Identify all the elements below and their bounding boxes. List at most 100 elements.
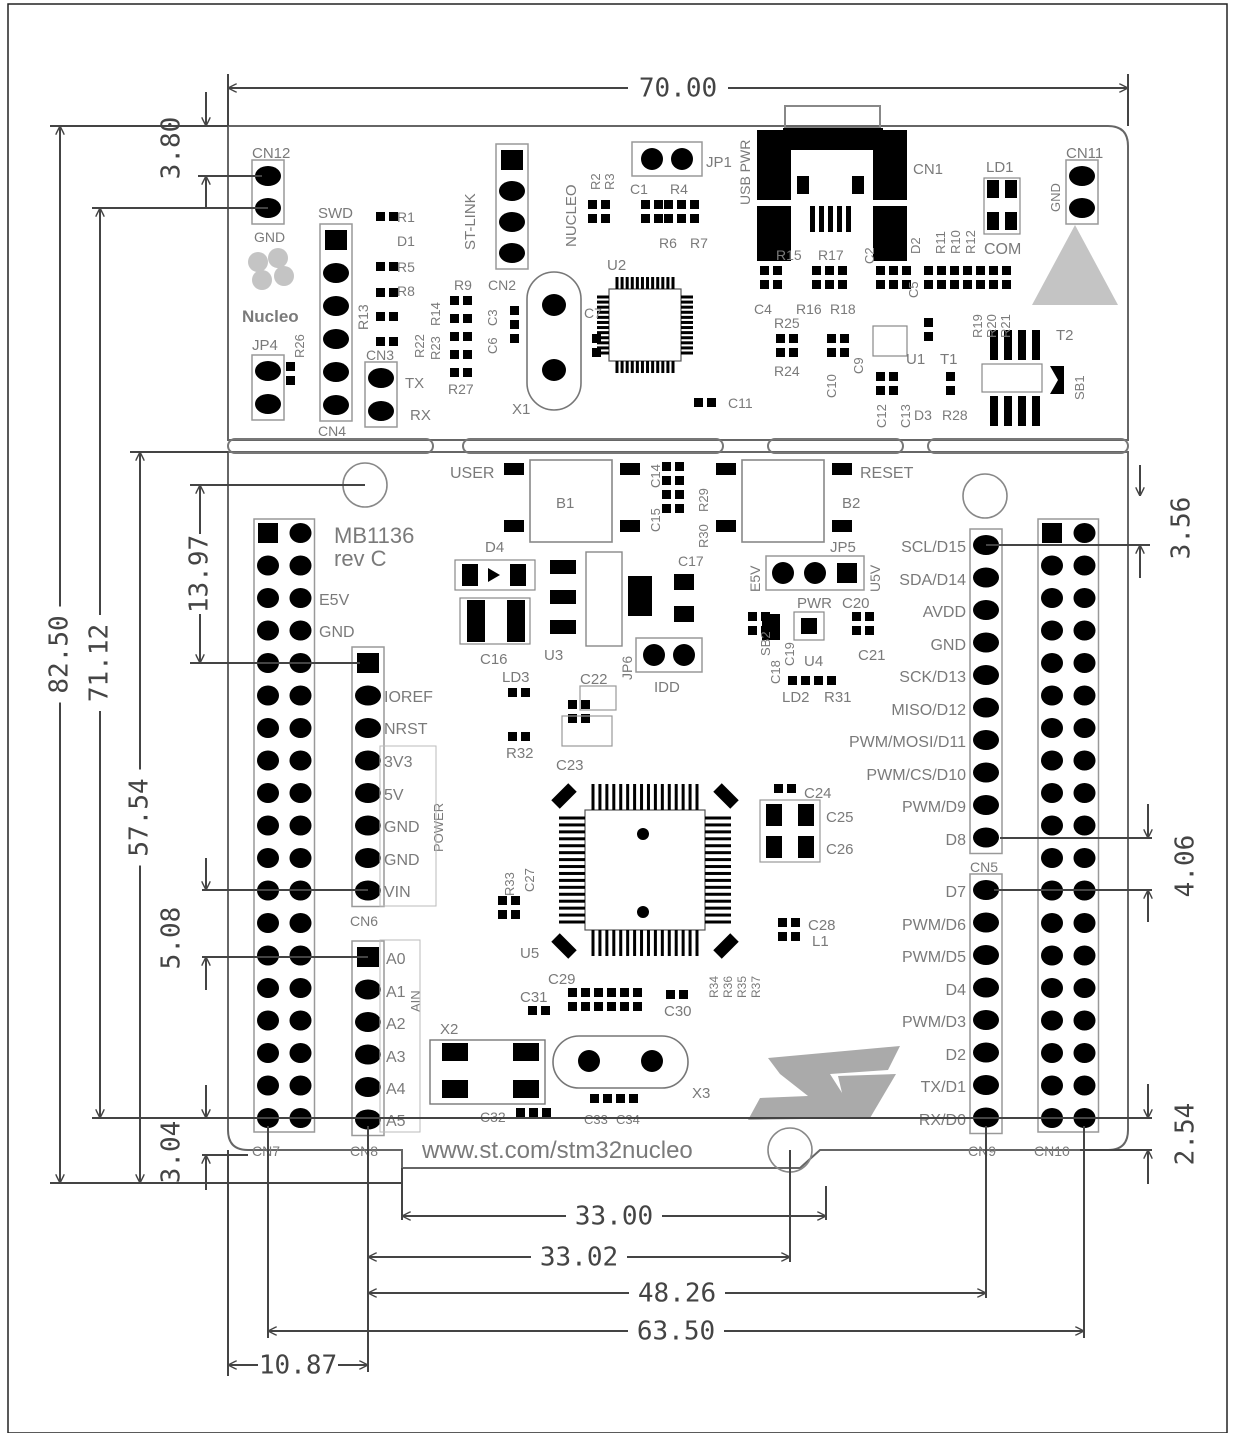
cn10-header-pin [1041,913,1063,933]
smd-pad [450,350,459,359]
u2-stlink-mcu-pin [681,295,693,299]
silk-label-c11: C11 [728,395,753,411]
u5-main-mcu-pin [559,871,585,875]
smd-pad [778,932,787,941]
u2-stlink-mcu-pin [681,331,693,335]
cn1-usb-pin [810,206,815,232]
u2-stlink-mcu-pin [681,326,693,330]
cn8-header-pin [355,979,381,1000]
cn10-header-pin [1073,750,1096,771]
page-frame [7,3,1228,1433]
cn7-header-pin [289,718,312,738]
u4-pad [801,618,817,634]
cn7-header-pin [289,588,312,608]
smd-pad [620,1002,629,1011]
pin-label-a2: A2 [386,1016,406,1033]
pin-label-d8: D8 [946,832,967,849]
u5-main-mcu-pin [559,816,585,820]
dim-text-width_10_87: 10.87 [259,1351,337,1381]
u3-pin [550,560,576,574]
silk-label-idd: IDD [654,679,680,696]
silk-label-r4: R4 [670,181,688,197]
smd-pad [924,266,933,275]
smd-pad [568,714,577,723]
pin-label-d6: PWM/D6 [902,917,966,934]
u5-main-mcu-pin [591,930,595,956]
u5-main-mcu-pin [705,920,731,924]
cn1-usb-left-foot [757,206,791,261]
silk-label-cn12: CN12 [252,145,290,162]
power-group-box [379,745,437,907]
smd-pad [568,988,577,997]
smd-pad [286,362,295,371]
t2-pin [990,396,998,426]
cn2-header-pin [499,181,525,201]
silk-label-c28: C28 [808,917,836,934]
u5-main-mcu-pin [705,878,731,882]
button-pad [832,520,852,532]
cn8-header-pin [355,1012,381,1032]
smd-pad [521,688,530,697]
u2-stlink-mcu-pin [681,341,693,345]
silk-label-r6: R6 [659,235,677,251]
u5-main-mcu-pin [705,830,731,834]
silk-label-user: USER [450,465,494,482]
u3-tab [628,576,652,616]
silk-label-r7: R7 [690,235,708,251]
t2-pin [1004,330,1012,360]
cn10-header-pin [1073,945,1096,966]
silk-label-power: POWER [431,803,446,852]
swd-cn4-header-pin [323,296,349,316]
cn7-header-pin [257,620,279,641]
cn1-usb-pin [846,206,851,232]
silk-label-r24: R24 [774,363,800,379]
silk-label-x1: X1 [512,401,530,418]
button-pad [620,520,640,532]
smd-pad [592,334,601,343]
c25-pad [766,836,782,858]
c16-pad [507,600,525,642]
cn7-header-pin [257,978,279,998]
cn7-header-pin [257,588,279,608]
dim-text-spacing_3_04: 3.04 [157,1121,187,1184]
u5-main-mcu-pin [646,784,650,810]
cn5-header-pin [973,762,999,783]
u5-main-mcu-pin [559,858,585,862]
u5-main-mcu-pin [646,930,650,956]
u5-main-mcu-pin [681,930,685,956]
swd-cn4-header-pin1 [325,230,347,250]
smd-pad [389,212,398,221]
silk-label-b2: B2 [842,495,860,512]
silk-label-r15: R15 [776,247,802,263]
silk-label-c5: C5 [906,281,921,298]
silk-label-r31: R31 [824,689,852,706]
silk-label-c34: C34 [616,1112,640,1127]
silk-label-r32: R32 [506,745,534,762]
smd-pad [541,1006,550,1015]
smd-pad [876,386,885,395]
smd-pad [760,280,769,289]
pin-label-ioref: IOREF [384,689,433,706]
u5-main-mcu-pin [681,784,685,810]
dim-text-height_57: 57.54 [125,778,155,856]
cn8-header-pin [355,1044,381,1065]
jp6-outline [635,637,703,673]
u2-stlink-mcu-pin [635,361,639,373]
smd-pad [568,1002,577,1011]
smd-pad [581,700,590,709]
u2-stlink-mcu-pin [625,277,629,289]
pin-label-a1: A1 [386,984,406,1001]
silk-label-sb2: SB2 [758,631,773,656]
silk-label-r1: R1 [397,209,415,225]
cn6-header-pin1 [357,653,379,673]
silk-label-c17: C17 [678,553,704,569]
silk-label-pwr: PWR [797,595,832,612]
cn5-header-pin [973,795,999,815]
u2-stlink-mcu-pin [671,361,675,373]
smd-pad [654,200,663,209]
silk-label-r28: R28 [942,407,968,423]
power-pad [674,606,694,622]
u5-main-mcu-pin [705,858,731,862]
u5-main-mcu-pin [640,784,644,810]
